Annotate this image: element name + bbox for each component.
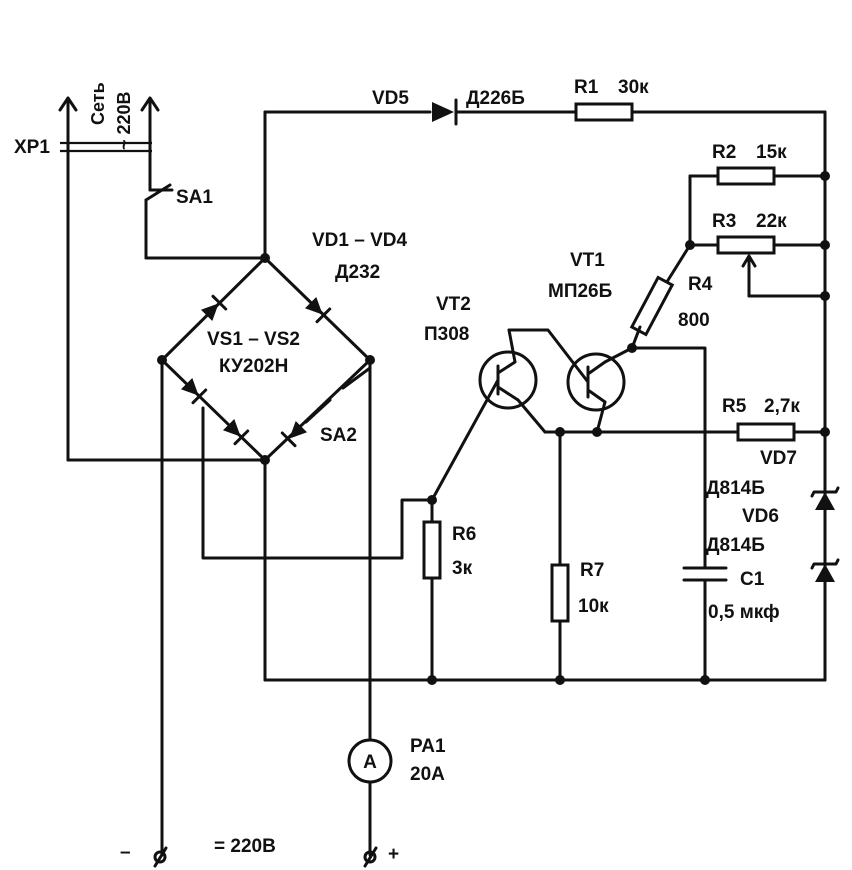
ammeter-ref: PA1 <box>410 736 446 757</box>
output-plus-sign: + <box>388 844 399 865</box>
resistor-r2 <box>716 166 776 186</box>
switch-sa1 <box>144 183 267 260</box>
thyristor-vs1 <box>222 418 250 446</box>
mains-network-label: Сеть <box>88 82 108 125</box>
zener-vd6 <box>810 558 840 582</box>
r1-value: 30к <box>618 77 649 98</box>
r2-label: R2 <box>712 142 736 163</box>
resistor-r7 <box>550 563 570 623</box>
vd6-type: Д814Б <box>706 535 765 556</box>
transistor-vt1 <box>507 328 634 434</box>
plug-label: XP1 <box>14 137 50 158</box>
thyristor-vs2 <box>280 420 308 448</box>
r6-value: 3к <box>452 558 473 579</box>
resistor-r4 <box>629 275 675 337</box>
diode-vd5 <box>432 98 458 126</box>
vd6-label: VD6 <box>742 506 779 527</box>
r1-label: R1 <box>574 77 599 98</box>
capacitor-c1 <box>682 566 728 682</box>
wire-gate-vs1 <box>201 406 434 560</box>
r3-label: R3 <box>712 211 736 232</box>
c1-label: C1 <box>740 569 765 590</box>
output-voltage: = 220В <box>214 836 276 857</box>
junction-dots <box>157 171 830 685</box>
bridge-thyristor-type: КУ202Н <box>219 356 288 377</box>
mains-plug-xp1 <box>58 96 160 462</box>
r3-value: 22к <box>756 211 787 232</box>
bridge-diodes-label: VD1 – VD4 <box>312 230 407 251</box>
r6-label: R6 <box>452 524 476 545</box>
r7-value: 10к <box>578 596 609 617</box>
c1-value: 0,5 мкф <box>708 602 780 623</box>
sa1-label: SA1 <box>176 187 213 208</box>
bridge-diode-type: Д232 <box>335 262 380 283</box>
ammeter-symbol: A <box>363 752 377 773</box>
resistor-r1 <box>574 102 634 122</box>
r4-label: R4 <box>688 274 713 295</box>
transistor-vt2 <box>430 328 547 502</box>
vd7-type: Д814Б <box>706 478 765 499</box>
r5-value: 2,7к <box>764 396 800 417</box>
vt1-label: VT1 <box>570 250 605 271</box>
vt2-type: П308 <box>424 324 469 345</box>
zener-vd7 <box>810 486 840 510</box>
ammeter-range: 20А <box>410 764 445 785</box>
output-minus-sign: – <box>120 842 131 863</box>
resistor-r3 <box>716 235 776 255</box>
r7-label: R7 <box>580 560 604 581</box>
wire-vt1-c1 <box>630 346 707 570</box>
vt1-type: МП26Б <box>548 281 612 302</box>
vd7-label: VD7 <box>760 448 797 469</box>
terminal-plus <box>363 846 378 868</box>
bridge-thyristors-label: VS1 – VS2 <box>207 329 300 350</box>
r2-value: 15к <box>756 142 787 163</box>
resistor-r5 <box>736 422 796 442</box>
diode-vd2 <box>304 296 332 324</box>
vd5-label: VD5 <box>372 88 409 109</box>
sa2-label: SA2 <box>320 425 357 446</box>
terminal-minus <box>153 846 168 868</box>
resistor-r6 <box>422 520 442 580</box>
r5-label: R5 <box>722 396 747 417</box>
ammeter-pa1 <box>347 738 393 784</box>
mains-voltage-label: ~ 220В <box>114 91 134 150</box>
vd5-type: Д226Б <box>466 88 525 109</box>
r4-value: 800 <box>678 310 710 331</box>
diode-vd1 <box>200 294 228 322</box>
switch-sa2 <box>304 366 372 424</box>
wire-r4-top <box>663 243 692 287</box>
vt2-label: VT2 <box>436 294 471 315</box>
diode-vd3 <box>180 377 208 405</box>
potentiometer-wiper <box>741 254 827 298</box>
